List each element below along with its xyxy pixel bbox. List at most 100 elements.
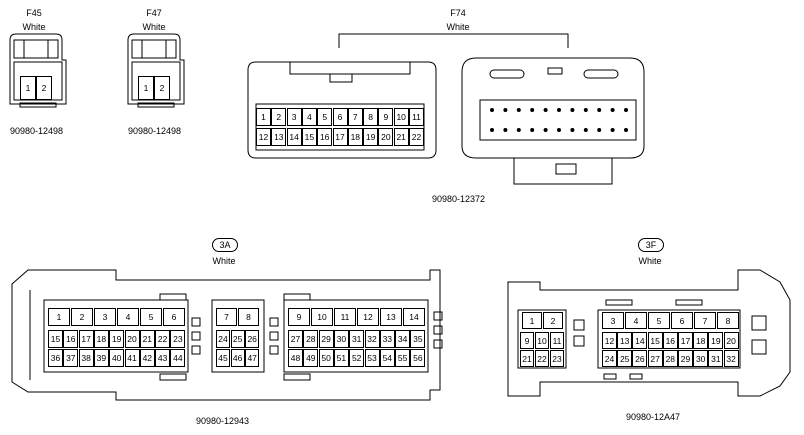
a3-pin: 46 [230,349,245,367]
f3-pin: 15 [647,332,663,349]
f45-part: 90980-12498 [10,126,64,136]
f3-pin: 21 [520,350,534,367]
a3-pin: 37 [63,349,79,367]
f74-pin-1: 1 [256,108,271,126]
a3-pin: 9 [288,308,310,326]
f3-pin: 18 [693,332,709,349]
a3-pin: 23 [170,330,186,348]
f3-pin: 22 [535,350,549,367]
a3-pin: 7 [216,308,237,326]
f74-terminal-dot [516,108,521,112]
f47-label: F47 [146,8,162,18]
a3-pin: 19 [109,330,125,348]
f74-terminal-dot [570,128,575,132]
f74-terminal-dot [624,128,628,132]
a3-pin: 34 [395,330,411,348]
f3-pin: 26 [632,350,648,367]
f74-terminal-dot [503,128,508,132]
f3-pin: 20 [723,332,739,349]
a3-pin: 41 [124,349,140,367]
f74-pin-20: 20 [378,128,394,146]
f74-color: White [446,22,470,32]
3f-part: 90980-12A47 [626,412,681,422]
f74-pin-18: 18 [347,128,363,146]
a3-pin: 15 [48,330,63,348]
f3-pin: 13 [617,332,633,349]
f74-pin-3: 3 [286,108,302,126]
f74-terminal-dot [597,108,602,112]
a3-pin: 54 [379,349,395,367]
a3-pin: 32 [364,330,380,348]
f74-pin-2: 2 [271,108,287,126]
a3-pin: 45 [216,349,230,367]
f3-pin: 31 [708,350,724,367]
f3-pin: 32 [723,350,739,367]
f74-pin-15: 15 [301,128,317,146]
f3-pin: 17 [678,332,693,349]
a3-pin: 16 [63,330,79,348]
f3-pin: 23 [550,350,564,367]
a3-pin: 44 [170,349,186,367]
f74-terminal-dot [557,108,561,112]
f74-terminal-dot [583,108,588,112]
f74-right-outline [461,57,645,185]
a3-pin: 31 [349,330,365,348]
a3-pin: 49 [303,349,319,367]
f3-pin: 27 [647,350,663,367]
f74-terminal-dot [583,128,588,132]
f74-terminal-dot [490,128,494,132]
3a-badge: 3A [212,238,238,252]
a3-pin: 42 [139,349,155,367]
3f-color: White [638,256,662,266]
f74-pin-17: 17 [332,128,348,146]
f74-pin-10: 10 [393,108,409,126]
a3-pin: 33 [379,330,395,348]
a3-pin: 53 [364,349,380,367]
a3-pin: 27 [288,330,303,348]
f45-outline [9,33,67,108]
a3-pin: 29 [318,330,334,348]
a3-pin: 10 [311,308,333,326]
f3-pin: 9 [520,332,534,349]
f74-pin-4: 4 [301,108,317,126]
f74-pin-7: 7 [347,108,363,126]
f74-terminal-dot [624,108,628,112]
f3-pin: 24 [602,350,617,367]
3f-badge: 3F [638,238,664,252]
f3-pin: 1 [522,312,542,329]
f45-color: White [22,22,46,32]
a3-pin: 22 [155,330,171,348]
a3-pin: 25 [230,330,245,348]
a3-pin: 48 [288,349,303,367]
f74-terminal-dot [516,128,521,132]
f74-terminal-dot [503,108,508,112]
a3-pin: 50 [318,349,334,367]
f74-dots [490,108,628,132]
a3-pin: 24 [216,330,230,348]
f74-terminal-dot [557,128,561,132]
f74-terminal-dot [570,108,575,112]
f47-pin-1: 1 [138,76,154,100]
a3-pin: 17 [78,330,94,348]
a3-pin: 55 [395,349,411,367]
f3-pin: 7 [694,312,716,329]
f3-pin: 28 [662,350,678,367]
a3-pin: 20 [124,330,140,348]
a3-pin: 18 [93,330,109,348]
f74-label: F74 [450,8,466,18]
a3-pin: 4 [117,308,139,326]
f74-pin-9: 9 [378,108,394,126]
a3-pin: 11 [334,308,356,326]
f74-pin-19: 19 [363,128,379,146]
3a-outline [11,269,443,401]
f3-pin: 25 [617,350,633,367]
3a-color: White [212,256,236,266]
f45-label: F45 [26,8,42,18]
f3-pin: 16 [662,332,678,349]
f3-pin: 10 [535,332,549,349]
a3-pin: 1 [48,308,70,326]
f3-pin: 8 [717,312,739,329]
f74-pin-6: 6 [332,108,348,126]
a3-pin: 47 [245,349,260,367]
f74-terminal-dot [610,108,615,112]
